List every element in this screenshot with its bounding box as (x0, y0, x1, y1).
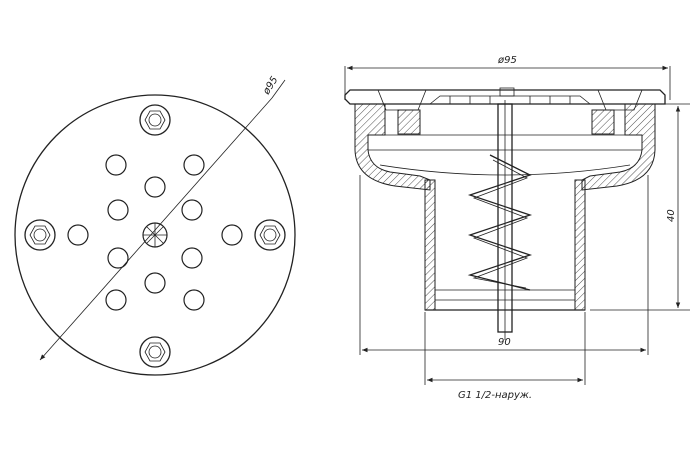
screw-left (24, 219, 56, 251)
plan-diameter-label: ø95 (261, 75, 281, 98)
outlet-pipe-right (574, 179, 586, 311)
width-label: 90 (498, 337, 511, 348)
plan-outer-circle (14, 94, 296, 376)
drain-holes (67, 154, 243, 311)
screw-top (139, 104, 171, 136)
section-view: ø95 (344, 55, 690, 401)
screw-right (254, 219, 286, 251)
outlet-pipe-left (424, 179, 436, 311)
plan-view: ø95 (14, 75, 296, 376)
section-diameter-label: ø95 (497, 55, 517, 66)
thread-label: G1 1/2-наруж. (458, 390, 532, 401)
spring (467, 154, 533, 291)
plan-diameter-line (39, 97, 273, 361)
height-label: 40 (666, 209, 677, 222)
screw-bottom (139, 336, 171, 368)
